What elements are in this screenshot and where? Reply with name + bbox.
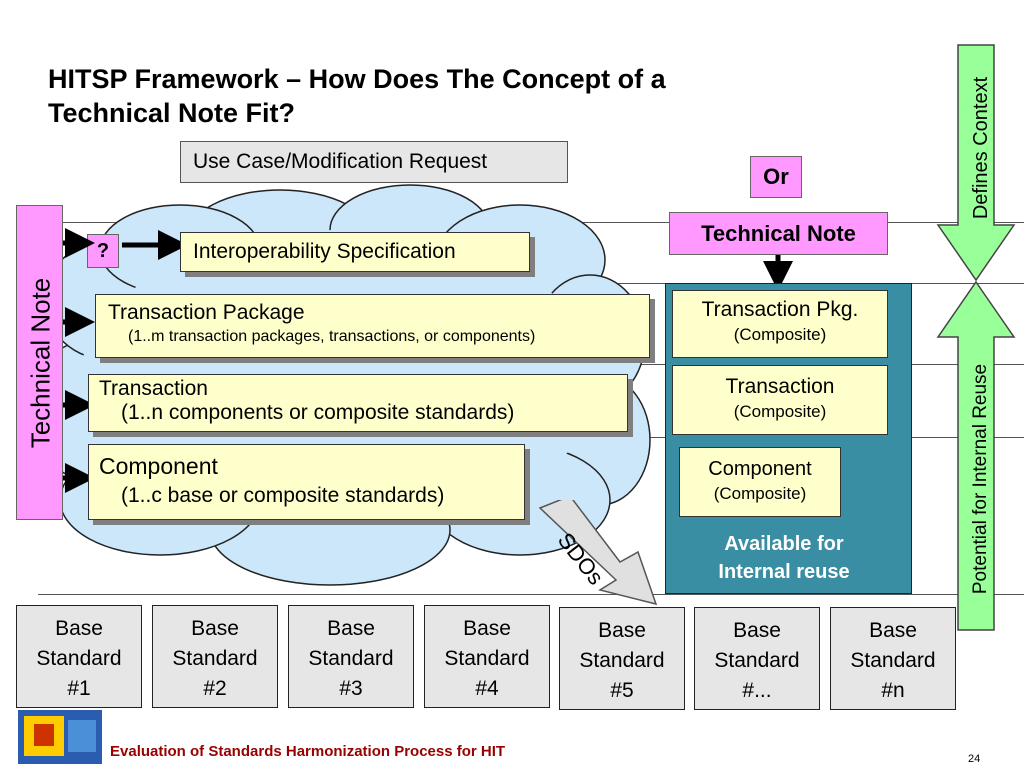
base-standard-5: Base Standard #5 bbox=[559, 607, 685, 710]
page-title: HITSP Framework – How Does The Concept o… bbox=[48, 62, 908, 130]
potential-reuse-arrow bbox=[936, 280, 1016, 631]
base-standard-5-line1: Base bbox=[598, 619, 646, 642]
title-line-1: HITSP Framework – How Does The Concept o… bbox=[48, 64, 666, 94]
base-standard-2-line2: Standard bbox=[172, 647, 258, 670]
base-standard-4-line3: #4 bbox=[475, 677, 499, 700]
question-mark-label: ? bbox=[96, 240, 110, 262]
use-case-label: Use Case/Modification Request bbox=[193, 150, 488, 173]
transaction-package-label: Transaction Package bbox=[108, 301, 305, 324]
base-standard-4-line1: Base bbox=[463, 617, 511, 640]
base-standard-2: Base Standard #2 bbox=[152, 605, 278, 708]
page-number: 24 bbox=[968, 753, 981, 765]
base-standard-1-line3: #1 bbox=[67, 677, 91, 700]
technical-note-label: Technical Note bbox=[701, 221, 856, 246]
interop-spec-box: Interoperability Specification bbox=[180, 232, 530, 272]
base-standard-ellipsis-line2: Standard bbox=[714, 649, 800, 672]
title-line-2: Technical Note Fit? bbox=[48, 98, 296, 128]
base-standard-5-line2: Standard bbox=[579, 649, 665, 672]
transaction-label: Transaction bbox=[99, 377, 208, 400]
available-line-2: Internal reuse bbox=[718, 561, 850, 583]
base-standard-1-line1: Base bbox=[55, 617, 103, 640]
footer-text: Evaluation of Standards Harmonization Pr… bbox=[110, 743, 506, 760]
base-standard-4: Base Standard #4 bbox=[424, 605, 550, 708]
base-standard-n-line1: Base bbox=[869, 619, 917, 642]
or-box: Or bbox=[750, 156, 802, 198]
potential-reuse-label: Potential for Internal Reuse bbox=[970, 363, 991, 595]
base-standard-1: Base Standard #1 bbox=[16, 605, 142, 708]
base-standard-n-line2: Standard bbox=[850, 649, 936, 672]
right-green-arrows bbox=[936, 44, 1016, 631]
base-standard-n: Base Standard #n bbox=[830, 607, 956, 710]
base-standard-n-line3: #n bbox=[881, 679, 905, 702]
composite-component-box: Component (Composite) bbox=[679, 447, 841, 517]
base-standard-1-line2: Standard bbox=[36, 647, 122, 670]
component-box: Component (1..c base or composite standa… bbox=[88, 444, 525, 520]
sdos-arrow bbox=[538, 500, 658, 606]
composite-package-sub: (Composite) bbox=[733, 325, 827, 344]
composite-transaction-label: Transaction bbox=[725, 375, 835, 398]
layer-line-5 bbox=[38, 594, 1024, 595]
available-line-1: Available for bbox=[724, 533, 844, 555]
base-standard-ellipsis-line1: Base bbox=[733, 619, 781, 642]
base-standard-ellipsis-line3: #... bbox=[742, 679, 772, 702]
interop-spec-label: Interoperability Specification bbox=[193, 240, 456, 263]
transaction-package-detail: (1..m transaction packages, transactions… bbox=[128, 328, 536, 345]
technical-note-box: Technical Note bbox=[669, 212, 888, 255]
base-standard-2-line3: #2 bbox=[203, 677, 227, 700]
component-label: Component bbox=[99, 453, 218, 479]
use-case-box: Use Case/Modification Request bbox=[180, 141, 568, 183]
transaction-detail: (1..n components or composite standards) bbox=[121, 401, 515, 424]
base-standard-4-line2: Standard bbox=[444, 647, 530, 670]
base-standard-5-line3: #5 bbox=[610, 679, 634, 702]
base-standard-ellipsis: Base Standard #... bbox=[694, 607, 820, 710]
defines-context-arrow bbox=[936, 44, 1016, 282]
composite-component-sub: (Composite) bbox=[713, 484, 807, 503]
composite-package-box: Transaction Pkg. (Composite) bbox=[672, 290, 888, 358]
transaction-package-box: Transaction Package (1..m transaction pa… bbox=[95, 294, 650, 358]
base-standard-3-line1: Base bbox=[327, 617, 375, 640]
question-mark-box: ? bbox=[87, 234, 119, 268]
composite-transaction-sub: (Composite) bbox=[733, 402, 827, 421]
component-detail: (1..c base or composite standards) bbox=[121, 484, 445, 507]
or-label: Or bbox=[763, 164, 789, 189]
footer-logo bbox=[18, 710, 102, 764]
composite-component-label: Component bbox=[708, 458, 812, 480]
base-standard-3-line2: Standard bbox=[308, 647, 394, 670]
transaction-box: Transaction (1..n components or composit… bbox=[88, 374, 628, 432]
defines-context-label: Defines Context bbox=[970, 76, 992, 220]
composite-package-label: Transaction Pkg. bbox=[701, 298, 859, 321]
available-reuse-label: Available for Internal reuse bbox=[666, 530, 902, 586]
composite-transaction-box: Transaction (Composite) bbox=[672, 365, 888, 435]
base-standard-3: Base Standard #3 bbox=[288, 605, 414, 708]
base-standard-2-line1: Base bbox=[191, 617, 239, 640]
left-technical-note-box: Technical Note bbox=[16, 205, 63, 520]
base-standard-3-line3: #3 bbox=[339, 677, 363, 700]
